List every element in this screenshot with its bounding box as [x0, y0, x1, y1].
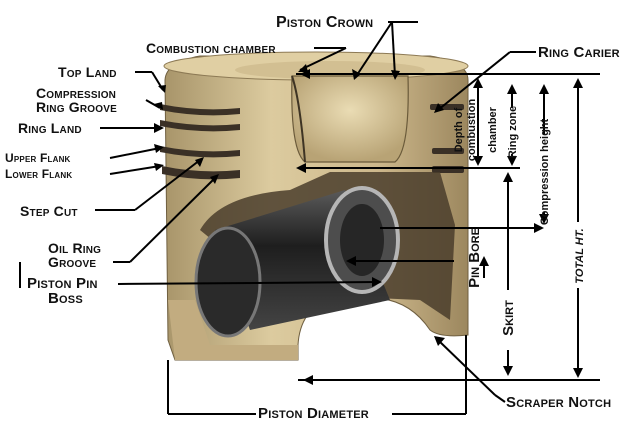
- scraper-notch-label: Scraper Notch: [506, 394, 612, 411]
- ring-land-label: Ring Land: [18, 120, 82, 136]
- pin-bore-label: Pin Bore: [466, 228, 483, 288]
- depth-of-combustion-chamber-label-3: chamber: [487, 106, 499, 153]
- piston-pin: [194, 186, 400, 338]
- piston-skirt: [168, 300, 298, 360]
- dimension-arrows: [477, 82, 579, 372]
- oil-ring-groove-label-1: Oil Ring: [48, 240, 102, 256]
- skirt-label: Skirt: [500, 300, 517, 336]
- oil-ring-groove-label-2: Groove: [48, 254, 97, 270]
- combustion-chamber-label: Combustion chamber: [146, 40, 276, 56]
- depth-of-combustion-chamber-label-2: combustion: [466, 99, 478, 162]
- arrow-heads: [154, 64, 583, 385]
- depth-of-combustion-chamber-label-1: Depth of: [453, 107, 465, 152]
- combustion-bowl: [291, 75, 409, 163]
- ring-grooves-left: [160, 104, 240, 180]
- piston-diameter-label: Piston Diameter: [258, 405, 369, 422]
- piston-crown-label: Piston Crown: [276, 14, 374, 31]
- compression-ring-groove-label-2: Ring Groove: [36, 99, 117, 115]
- compression-height-label: Compression height: [539, 118, 551, 225]
- upper-flank-label: Upper Flank: [5, 151, 71, 165]
- ring-zone-label: Ring zone: [507, 106, 519, 159]
- piston-pin-boss-label-2: Boss: [48, 290, 83, 307]
- top-land-label: Top Land: [58, 64, 117, 80]
- compression-ring-groove-label-1: Compression: [36, 85, 117, 101]
- lower-flank-label: Lower Flank: [5, 167, 73, 181]
- total-height-label: TOTAL HT.: [574, 228, 586, 283]
- piston-pin-boss-label-1: Piston Pin: [27, 275, 98, 292]
- ring-carier-label: Ring Carier: [538, 44, 620, 61]
- step-cut-label: Step Cut: [20, 203, 78, 219]
- pointer-lines: [19, 21, 600, 415]
